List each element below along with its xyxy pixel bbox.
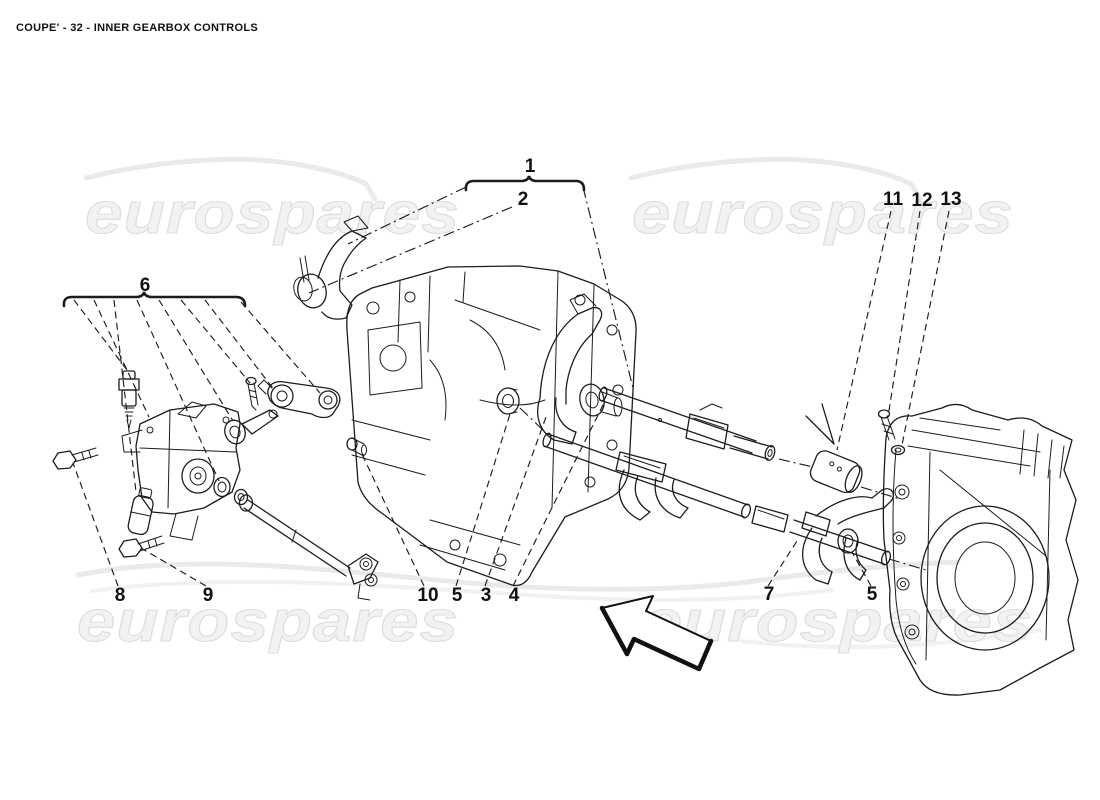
watermark-text-top-right: eurospares [632, 181, 1014, 246]
leader-1-right [582, 186, 634, 389]
leader-3 [484, 416, 547, 587]
rocker-screw [245, 376, 259, 411]
gear-selector-assembly [52, 370, 379, 601]
page-title: COUPE' - 32 - INNER GEARBOX CONTROLS [16, 22, 258, 34]
swoosh-bottom-wave-2 [90, 579, 834, 602]
callout-6[interactable]: 6 [140, 275, 151, 296]
watermark-text-bottom-right: eurospares [643, 589, 1033, 654]
leader-6-c [113, 299, 137, 493]
selector-rod-middle [542, 432, 789, 533]
leader-5-right [851, 551, 872, 587]
callout-7[interactable]: 7 [764, 584, 775, 605]
shift-fork-center [537, 293, 623, 445]
swoosh-top-right [628, 156, 923, 202]
intermediate-lever [224, 409, 279, 445]
leader-6-f [180, 299, 251, 384]
leader-lines [72, 186, 950, 587]
leader-9 [140, 547, 207, 587]
direction-arrow [599, 595, 714, 672]
rocker-arm [257, 379, 341, 419]
callout-10[interactable]: 10 [417, 585, 438, 606]
callout-12[interactable]: 12 [911, 190, 932, 211]
leader-5-left [455, 413, 511, 587]
callout-5-left[interactable]: 5 [452, 585, 463, 606]
selector-rod-upper [598, 386, 776, 461]
bolt-item-9 [118, 535, 165, 558]
watermark-text-bottom-left: eurospares [77, 589, 459, 654]
leader-10 [360, 451, 425, 587]
selector-housing [121, 401, 241, 541]
watermark-text-top-left: eurospares [85, 181, 460, 246]
axis-line-rod1 [778, 458, 814, 468]
detent-pin [346, 437, 367, 457]
swoosh-bottom-right [740, 628, 1042, 650]
leader-6-g [204, 299, 276, 392]
bolt-item-8 [52, 447, 99, 470]
callout-2[interactable]: 2 [518, 189, 529, 210]
gearbox-housing [346, 265, 637, 587]
bushing-left [496, 387, 520, 415]
direction-chevron [805, 403, 835, 445]
callout-11[interactable]: 11 [883, 189, 904, 210]
washers-pair [213, 476, 249, 506]
sensor-switch [118, 370, 140, 429]
callout-1[interactable]: 1 [525, 156, 536, 177]
washer-item-13 [890, 444, 906, 456]
leader-6-a [73, 299, 128, 371]
callout-8[interactable]: 8 [115, 585, 126, 606]
swoosh-top-left [83, 156, 378, 202]
screw-item-12 [877, 409, 896, 441]
callout-4[interactable]: 4 [509, 585, 520, 606]
swoosh-bottom-wave [75, 559, 961, 592]
callout-3[interactable]: 3 [481, 585, 492, 606]
rod-boot-cylinder [809, 450, 863, 494]
link-rod [238, 494, 379, 601]
leader-6-d [136, 299, 220, 482]
callouts: 1 2 3 4 5 5 6 7 8 9 10 11 12 13 [115, 156, 962, 606]
callout-5-right[interactable]: 5 [867, 584, 878, 605]
leader-4 [512, 400, 606, 587]
axis-line-cyl [860, 486, 901, 500]
leader-6-h [240, 301, 321, 394]
axis-line-rod3 [888, 558, 927, 571]
watermark-layer: eurospares eurospares eurospares eurospa… [75, 156, 1042, 655]
leader-2 [308, 206, 513, 294]
axis-line-bush [519, 407, 544, 431]
leader-8 [72, 462, 119, 587]
callout-13[interactable]: 13 [940, 189, 961, 210]
leader-6-e [158, 299, 234, 422]
solenoid-plunger [127, 487, 154, 536]
leader-7 [767, 540, 798, 587]
bracket-item-1 [464, 175, 586, 192]
selector-rod-lower-right [789, 488, 894, 585]
clutch-housing [882, 403, 1079, 696]
leader-6-b [93, 299, 150, 418]
shift-fork-top [293, 215, 369, 320]
leader-1-left [347, 186, 467, 245]
callout-9[interactable]: 9 [203, 585, 214, 606]
leader-13 [901, 210, 950, 446]
leader-11 [836, 210, 892, 451]
bracket-item-6 [62, 291, 247, 308]
leader-12 [887, 210, 921, 418]
